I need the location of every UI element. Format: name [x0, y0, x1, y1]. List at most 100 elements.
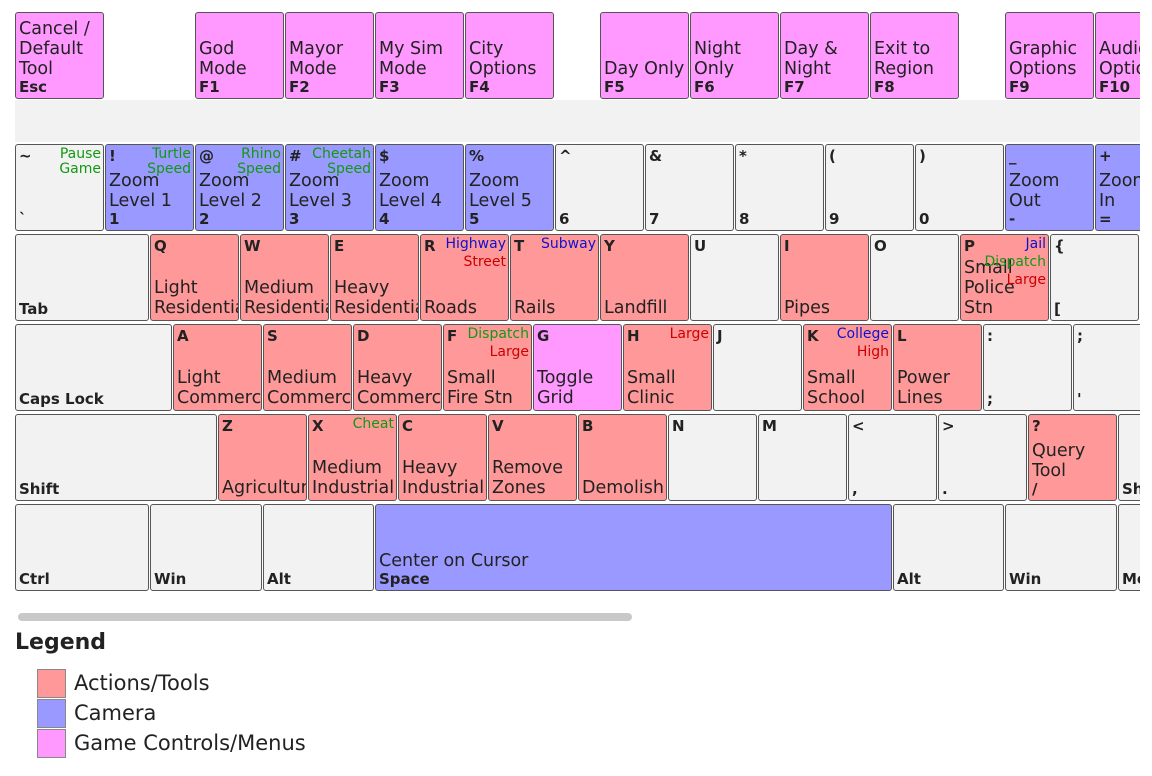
key-annotation: Cheat	[352, 416, 394, 432]
key-annotation: Subway	[541, 236, 596, 252]
key-label: Roads	[424, 298, 478, 318]
key-label: Light Commercial	[177, 368, 262, 408]
key-cap: ^	[559, 147, 572, 165]
key-cap: >	[942, 417, 955, 435]
key-ctrl-left: Ctrl	[15, 504, 149, 591]
key-legend: ;	[987, 390, 993, 408]
key-legend: -	[1009, 210, 1016, 228]
scrollbar-thumb[interactable]	[18, 613, 632, 621]
key-annotation: Cheetah Speed	[312, 146, 371, 177]
key-equals: +Zoom In=	[1095, 144, 1140, 231]
key-cap: F	[447, 327, 458, 345]
key-annotation: Large	[669, 326, 709, 342]
key-annotation: Street	[463, 254, 506, 270]
key-legend: ,	[852, 480, 858, 498]
key-legend: Alt	[267, 570, 291, 588]
key-legend: .	[942, 480, 948, 498]
key-cap: K	[807, 327, 819, 345]
legend-swatch-camera	[37, 699, 66, 728]
key-alt-left: Alt	[263, 504, 374, 591]
key-legend: 4	[379, 210, 390, 228]
key-legend: 1	[109, 210, 120, 228]
key-legend: F9	[1009, 78, 1030, 96]
key-shift-left: Shift	[15, 414, 217, 501]
key-cap: P	[964, 237, 975, 255]
key-cap: E	[334, 237, 345, 255]
key-o: O	[870, 234, 959, 321]
key-cap: C	[402, 417, 414, 435]
key-legend: '	[1077, 390, 1082, 408]
key-cap: !	[109, 147, 116, 165]
key-legend: Shift	[1122, 480, 1140, 498]
key-label: Cancel / Default Tool	[19, 19, 90, 79]
key-label: Exit to Region	[874, 39, 934, 79]
key-label: Audio Options	[1099, 39, 1140, 79]
key-legend: 0	[919, 210, 930, 228]
key-label: Medium Commercial	[267, 368, 352, 408]
key-annotation: Large	[489, 344, 529, 360]
key-label: Small Fire Stn	[447, 368, 513, 408]
key-m: M	[758, 414, 847, 501]
key-cap: N	[672, 417, 685, 435]
key-annotation: Turtle Speed	[147, 146, 191, 177]
key-label: Agricultural	[222, 478, 306, 498]
key-label: City Options	[469, 39, 537, 79]
key-label: Day & Night	[784, 39, 838, 79]
key-legend: F7	[784, 78, 805, 96]
key-cap: X	[312, 417, 324, 435]
key-comma: <,	[848, 414, 937, 501]
key-cap: )	[919, 147, 926, 165]
key-cap: Q	[154, 237, 167, 255]
key-legend: Win	[1009, 570, 1042, 588]
key-shift-right: Shift	[1118, 414, 1140, 501]
key-label: Toggle Grid	[537, 368, 594, 408]
key-label: Zoom In	[1099, 171, 1140, 211]
key-legend: /	[1032, 480, 1038, 498]
legend-label-camera: Camera	[74, 701, 157, 725]
key-s: S Medium Commercial	[263, 324, 352, 411]
key-legend: F10	[1099, 78, 1131, 96]
key-backtick: ~`Pause Game	[15, 144, 104, 231]
key-legend: [	[1054, 300, 1061, 318]
key-label: Remove Zones	[492, 458, 564, 498]
key-label: Small Police Stn	[964, 258, 1015, 318]
key-legend: F3	[379, 78, 400, 96]
key-legend: 7	[649, 210, 660, 228]
key-cap: :	[987, 327, 993, 345]
key-cap: D	[357, 327, 370, 345]
key-label: Heavy Industrial	[402, 458, 485, 498]
key-win-right: Win	[1005, 504, 1117, 591]
key-legend: Esc	[19, 78, 48, 96]
horizontal-scrollbar[interactable]	[15, 611, 1140, 623]
key-cap: A	[177, 327, 189, 345]
key-legend: Ctrl	[19, 570, 50, 588]
key-8: *8	[735, 144, 824, 231]
key-legend: 6	[559, 210, 570, 228]
key-legend: F6	[694, 78, 715, 96]
key-cap: S	[267, 327, 278, 345]
key-slash: ?Query Tool/	[1028, 414, 1117, 501]
key-cap: #	[289, 147, 302, 165]
key-z: ZAgricultural	[218, 414, 307, 501]
legend-label-actions: Actions/Tools	[74, 671, 210, 695]
key-cap: (	[829, 147, 836, 165]
